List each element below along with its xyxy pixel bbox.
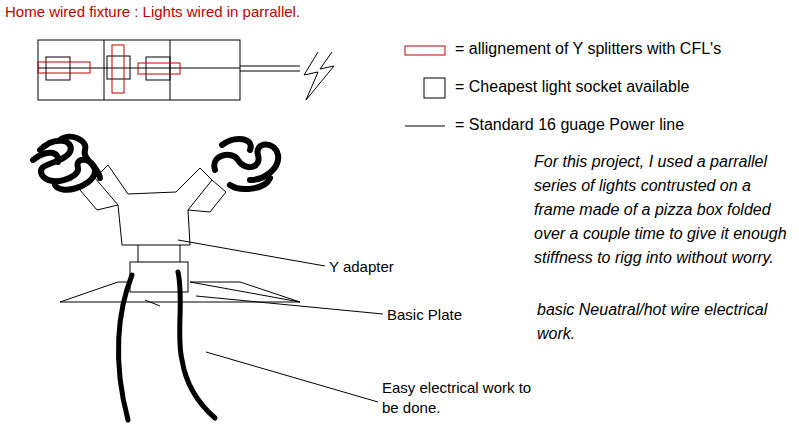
legend-square (424, 78, 445, 98)
y-adapter (80, 165, 226, 292)
callout-label: Easy electrical work to be done. (382, 378, 537, 418)
callout-label: Basic Plate (387, 305, 507, 325)
lightning-bolt (304, 52, 334, 100)
legend-text: = Standard 16 guage Power line (455, 116, 684, 134)
cfl-bulb (214, 139, 278, 189)
project-note: For this project, I used a parrallel ser… (534, 150, 796, 270)
wiring-note: basic Neuatral/hot wire electrical work. (537, 298, 777, 346)
plate-mark (145, 300, 160, 306)
title: Home wired fixture : Lights wired in par… (5, 3, 300, 20)
fixture-drawing (38, 40, 300, 100)
legend-red-rect (405, 46, 445, 55)
legend-text: = allignement of Y splitters with CFL's (455, 40, 721, 58)
legend-text: = Cheapest light socket available (455, 78, 689, 96)
legend-line (405, 126, 445, 127)
power-wire (118, 272, 215, 420)
splitter-alignment (38, 45, 180, 93)
callout-label: Y adapter (329, 257, 449, 277)
